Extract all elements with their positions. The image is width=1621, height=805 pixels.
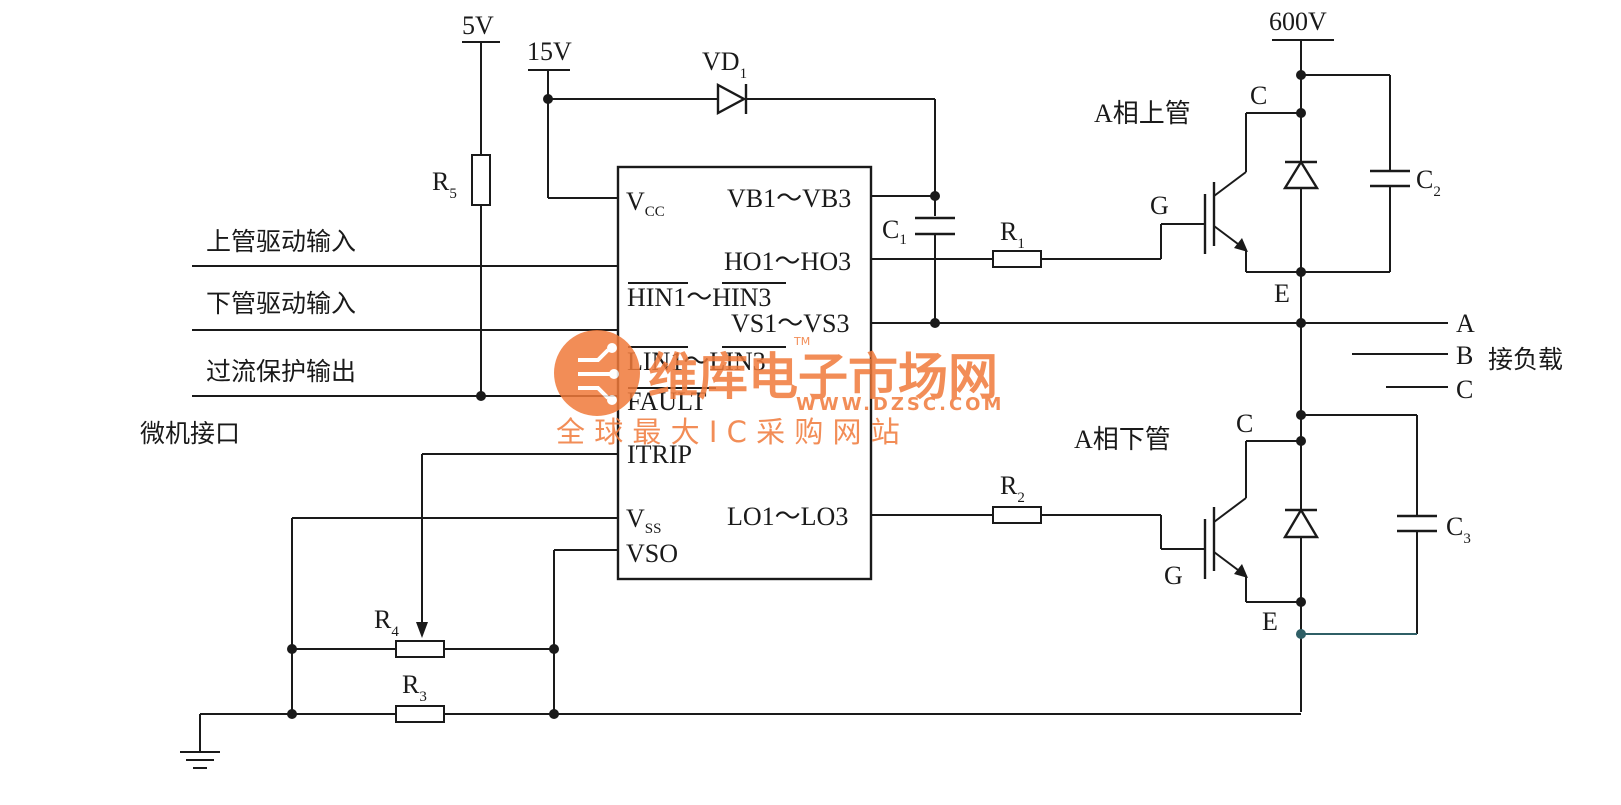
pin-vb: VB1～VB3 [727, 184, 851, 213]
r4-subscript: 4 [391, 624, 399, 640]
watermark-slogan: 全 球 最 大 I C 采 购 网 站 [556, 415, 900, 449]
upper-emitter-label: E [1274, 279, 1290, 308]
driver-ic: VCC VB1～VB3 HO1～HO3 HIN1～HIN3 VS1～VS3 LI… [616, 165, 873, 581]
lower-drive-input-label: 下管驱动输入 [206, 289, 356, 318]
lower-emitter-label: E [1262, 607, 1278, 636]
upper-drive-input-label: 上管驱动输入 [206, 227, 356, 256]
supply-600v: 600V [1269, 7, 1334, 41]
itrip-wire [416, 453, 618, 638]
upper-collector-label: C [1250, 81, 1267, 110]
r1-resistor: R1 [871, 217, 1161, 268]
pin-vcc-sub: CC [645, 204, 665, 220]
watermark: 维库电子市场网 TM WWW.DZSC.COM 全 球 最 大 I C 采 购 … [554, 330, 1004, 449]
vs-output-line [871, 318, 1448, 328]
output-c-label: C [1456, 375, 1473, 404]
c3-subscript: 3 [1463, 531, 1471, 547]
vcc-wire [543, 70, 618, 199]
r3-label: R [402, 670, 420, 699]
input-lines: 上管驱动输入 下管驱动输入 过流保护输出 微机接口 [140, 227, 618, 448]
vd1-label: VD [702, 47, 740, 76]
pin-itrip: ITRIP [627, 440, 692, 469]
load-label: 接负载 [1488, 345, 1563, 374]
watermark-brand: 维库电子市场网 [648, 348, 998, 406]
r3-subscript: 3 [419, 689, 427, 705]
svg-text:C2: C2 [1416, 165, 1441, 200]
pin-ho: HO1～HO3 [724, 247, 851, 276]
upper-freewheel-diode [1282, 40, 1320, 323]
mcu-interface-label: 微机接口 [140, 419, 240, 448]
r1-subscript: 1 [1017, 236, 1025, 252]
c3-label: C [1446, 512, 1463, 541]
lower-freewheel-diode [1282, 323, 1320, 712]
supply-15v-label: 15V [527, 37, 572, 66]
phase-outputs: A B C 接负载 [1352, 309, 1563, 404]
r1-label: R [1000, 217, 1018, 246]
svg-text:R3: R3 [402, 670, 427, 705]
lower-igbt: A相下管 C G E [1074, 409, 1301, 636]
watermark-url: WWW.DZSC.COM [796, 394, 1004, 415]
r5-label: R [432, 167, 450, 196]
svg-text:R5: R5 [432, 167, 457, 202]
pin-lo: LO1～LO3 [727, 502, 848, 531]
c1-capacitor: C1 [871, 191, 955, 323]
vd1-subscript: 1 [740, 66, 748, 82]
upper-igbt-title: A相上管 [1094, 99, 1191, 128]
vss-vso-wires [291, 517, 618, 714]
pin-lin: LIN1～LIN3 [627, 347, 766, 376]
pin-hin: HIN1～HIN3 [627, 283, 771, 312]
r2-subscript: 2 [1017, 490, 1025, 506]
lower-gate-label: G [1164, 561, 1183, 590]
r2-label: R [1000, 471, 1018, 500]
r5-resistor: R5 [432, 42, 491, 396]
watermark-tm: TM [793, 335, 810, 348]
svg-text:C1: C1 [882, 215, 907, 248]
pin-fault: FAULT [627, 387, 707, 416]
pin-vs: VS1～VS3 [731, 309, 849, 338]
svg-text:VCC: VCC [626, 187, 665, 220]
r2-resistor: R2 [871, 471, 1161, 524]
ground-icon [180, 714, 220, 769]
c1-subscript: 1 [899, 232, 907, 248]
overcurrent-output-label: 过流保护输出 [206, 357, 356, 386]
c2-capacitor: C2 [1301, 74, 1441, 273]
svg-text:R4: R4 [374, 605, 399, 640]
supply-15v: 15V [527, 37, 572, 71]
c3-capacitor: C3 [1301, 414, 1471, 635]
svg-text:VSS: VSS [626, 504, 661, 537]
pin-vss-sub: SS [645, 521, 662, 537]
lower-igbt-title: A相下管 [1074, 425, 1171, 454]
supply-600v-label: 600V [1269, 7, 1327, 36]
circuit-logo-icon [554, 330, 640, 416]
supply-5v-label: 5V [462, 11, 494, 40]
r4-potentiometer: R4 [287, 605, 559, 658]
c1-label: C [882, 215, 899, 244]
svg-text:VD1: VD1 [702, 47, 747, 82]
pin-vso: VSO [626, 539, 678, 568]
r5-subscript: 5 [449, 186, 457, 202]
c2-label: C [1416, 165, 1433, 194]
output-a-label: A [1456, 309, 1475, 338]
output-b-label: B [1456, 341, 1473, 370]
svg-text:R1: R1 [1000, 217, 1025, 252]
supply-5v: 5V [462, 11, 500, 43]
c2-subscript: 2 [1433, 184, 1441, 200]
svg-text:C3: C3 [1446, 512, 1471, 547]
lower-collector-label: C [1236, 409, 1253, 438]
svg-text:R2: R2 [1000, 471, 1025, 506]
upper-gate-label: G [1150, 191, 1169, 220]
pin-vcc: V [626, 187, 645, 216]
upper-igbt: A相上管 C G E [1094, 81, 1301, 308]
r3-resistor: R3 [200, 670, 1301, 723]
pin-vss: V [626, 504, 645, 533]
r4-label: R [374, 605, 392, 634]
